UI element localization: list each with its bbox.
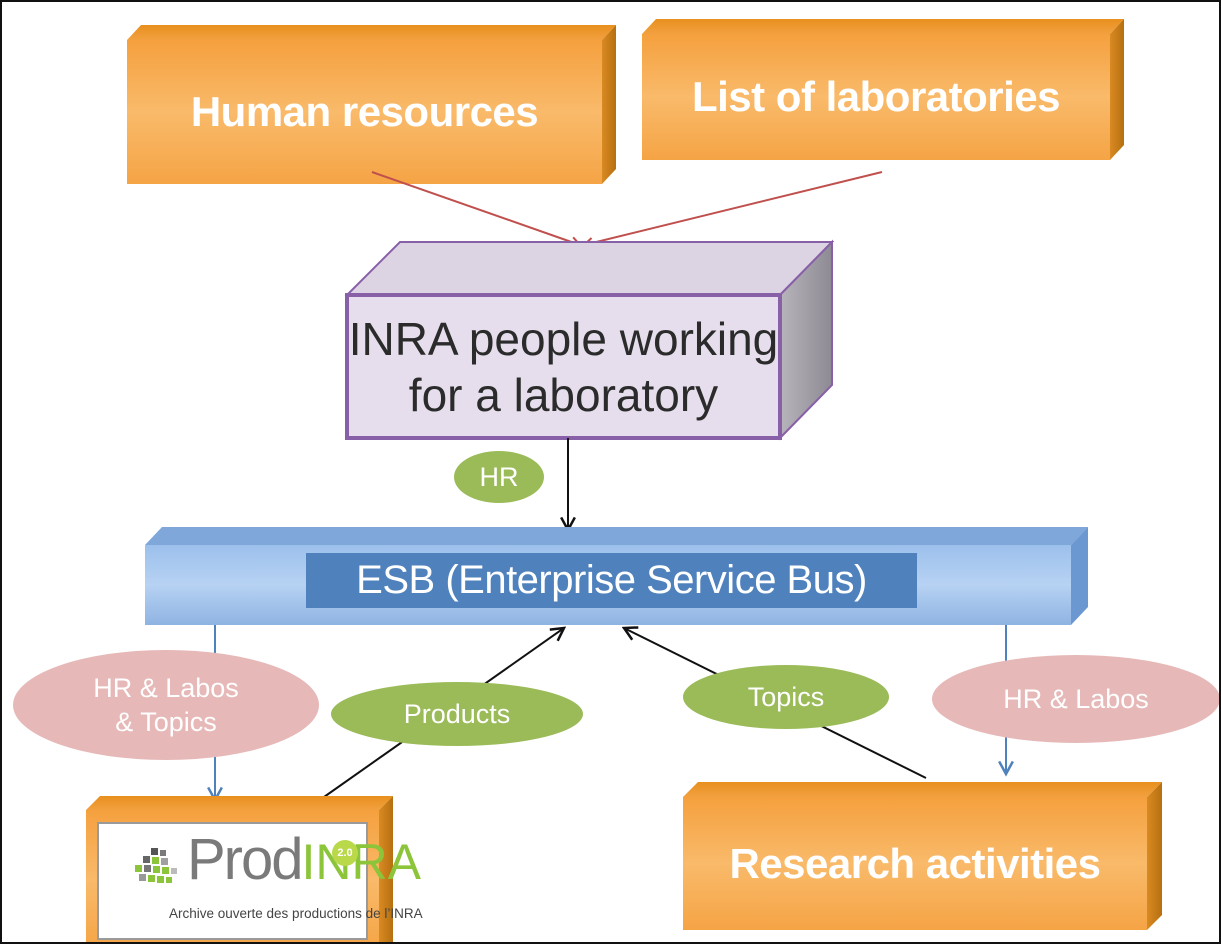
products-oval bbox=[331, 682, 583, 746]
research-activities-label: Research activities bbox=[729, 839, 1101, 887]
topics-oval-label: Topics bbox=[747, 682, 825, 712]
prodinra-version-badge: 2.0 bbox=[332, 840, 358, 866]
research-activities-box bbox=[683, 782, 1162, 930]
arrow-hr-to-people bbox=[371, 171, 580, 245]
human-resources-label: Human resources bbox=[190, 88, 539, 135]
prodinra-subtitle: Archive ouverte des productions de l’INR… bbox=[169, 906, 423, 921]
inra-people-label-line1: INRA people working bbox=[348, 312, 779, 365]
prodinra-word-prod: Prod bbox=[187, 827, 304, 892]
prodinra-word-inra: INRA bbox=[301, 834, 421, 890]
inra-people-label-line2: for a laboratory bbox=[408, 368, 719, 421]
arrow-labs-to-people bbox=[584, 171, 883, 245]
esb-label: ESB (Enterprise Service Bus) bbox=[356, 558, 867, 602]
hr-labos-oval bbox=[932, 655, 1219, 743]
inra-people-label: INRA people working for a laboratory bbox=[347, 295, 780, 438]
hr-labos-topics-oval-label: HR & Labos & Topics bbox=[13, 650, 319, 760]
prodinra-mosaic-icon bbox=[135, 848, 177, 883]
hr-labos-topics-line1: HR & Labos bbox=[93, 673, 239, 703]
prodinra-wordmark: ProdINRA bbox=[187, 826, 421, 893]
inra-people-box bbox=[344, 239, 835, 441]
hr-oval-label: HR bbox=[479, 462, 519, 492]
list-of-laboratories-label: List of laboratories bbox=[691, 73, 1061, 120]
hr-oval bbox=[454, 451, 544, 503]
esb-bar bbox=[145, 527, 1088, 625]
human-resources-box bbox=[127, 25, 616, 184]
hr-labos-oval-label: HR & Labos bbox=[1003, 684, 1149, 714]
hr-labos-topics-oval bbox=[13, 650, 319, 760]
list-of-laboratories-box bbox=[642, 19, 1124, 160]
topics-oval bbox=[683, 665, 889, 729]
products-oval-label: Products bbox=[403, 699, 511, 729]
hr-labos-topics-line2: & Topics bbox=[115, 707, 217, 737]
prodinra-logo: ProdINRA 2.0 Archive ouverte des product… bbox=[97, 822, 423, 940]
esb-label-bg bbox=[306, 553, 917, 608]
